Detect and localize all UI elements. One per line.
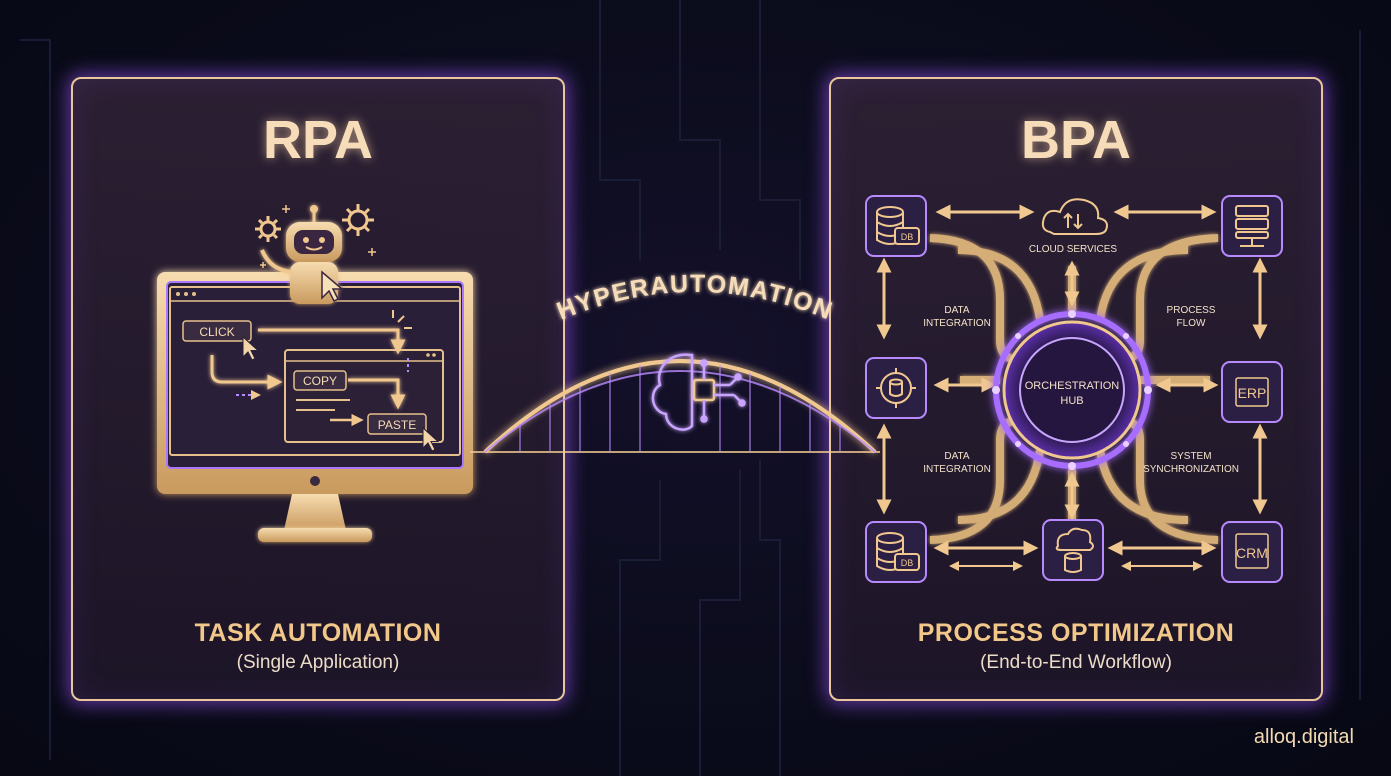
brain-chip-icon — [651, 353, 746, 431]
rpa-title: RPA — [262, 110, 373, 170]
bpa-panel: BPA PROCESS OPTIMIZATION (End-to-End Wor… — [829, 77, 1323, 701]
bpa-caption: (End-to-End Workflow) — [980, 652, 1172, 673]
bpa-title: BPA — [1020, 110, 1131, 170]
bpa-subtitle: PROCESS OPTIMIZATION — [917, 619, 1235, 647]
bridge-label-text: HYPERAUTOMATION — [553, 270, 836, 326]
rpa-subtitle: TASK AUTOMATION — [194, 619, 442, 647]
rpa-caption: (Single Application) — [236, 652, 400, 673]
bridge-label: HYPERAUTOMATION — [553, 270, 837, 326]
rpa-panel: RPA TASK AUTOMATION (Single Application) — [71, 77, 565, 701]
brand-watermark: alloq.digital — [1253, 726, 1354, 748]
